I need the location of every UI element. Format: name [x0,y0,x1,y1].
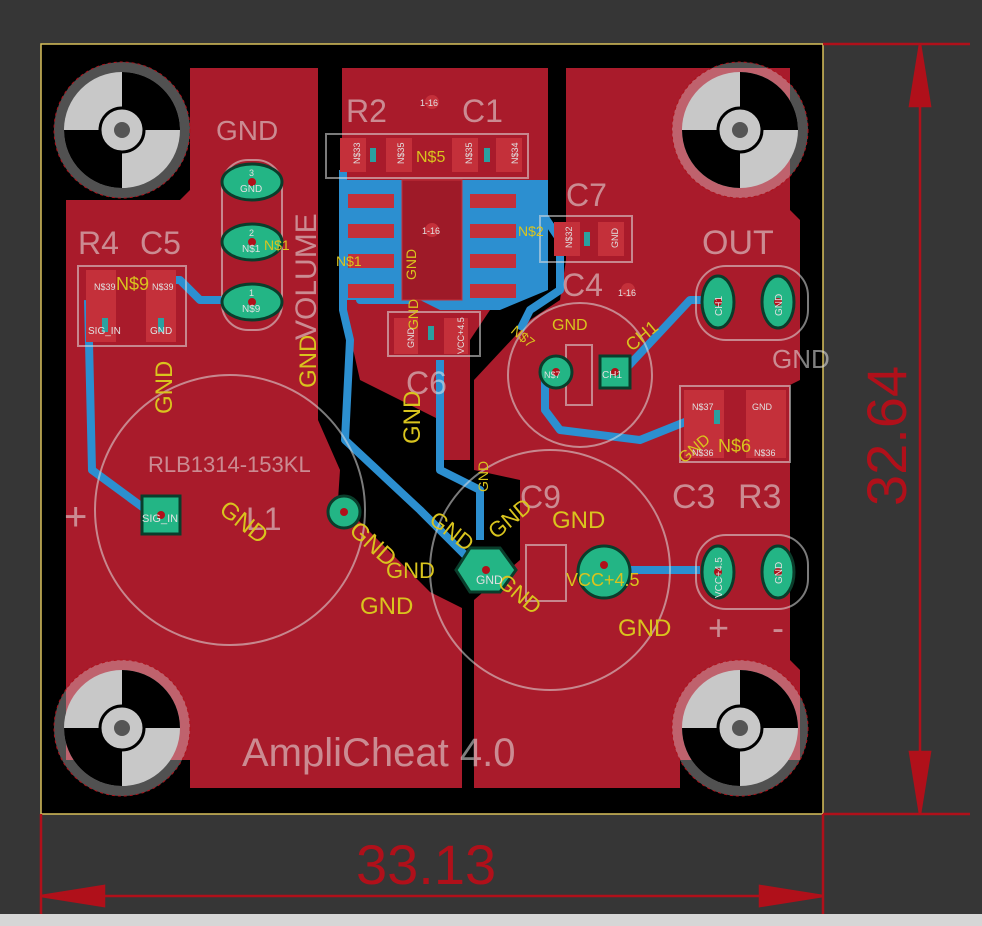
pad-label-ns32: N$32 [564,226,574,248]
pad-label-n9: N$9 [242,304,261,315]
label-plus-bottom: + [708,607,729,648]
mounting-hole-top-left [53,61,191,199]
pad-drills [157,95,782,576]
label-gnd-top: GND [216,115,278,146]
net-gnd-ic2: GND [405,299,421,330]
pad-label-ns7: N$7 [544,370,561,380]
label-c7: C7 [566,177,607,213]
pad-label-vcc-c6: VCC+4.5 [456,317,466,354]
mounting-hole-bottom-right [671,659,809,797]
label-rlb: RLB1314-153KL [148,452,311,477]
pad-label-ns34: N$34 [510,142,520,164]
net-gnd-c9: GND [552,507,605,534]
pad-label-gnd-c7: GND [610,228,620,249]
net-gnd-bottom: GND [618,615,671,642]
pad-label-ns36-a: N$36 [692,448,714,458]
pad-label-ns33: N$33 [352,142,362,164]
pad-label-gnd-1: GND [240,184,262,195]
label-r2: R2 [346,93,387,129]
label-plus-left: + [64,495,87,539]
status-bar-strip [0,914,982,926]
pad-label-ic: 1-16 [420,98,438,108]
dimension-height [823,42,970,816]
mounting-holes [53,61,809,797]
board-title: AmpliCheat 4.0 [242,731,515,775]
net-gnd-ic: GND [403,249,419,280]
smd-pad-markers [102,148,720,424]
net-gnd-center: GND [360,593,413,620]
net-vcc: VCC+4.5 [566,570,640,590]
pad-label-gnd-c6: GND [406,328,416,349]
label-c4: C4 [562,267,603,303]
pad-label-ns39-a: N$39 [94,282,116,292]
pad-labels: 3 GND 2 N$1 1 N$9 N$39 N$39 SIG_IN GND S… [88,98,785,598]
net-gnd-vol: GND [295,335,322,388]
pad-label-ns37: N$37 [692,402,714,412]
pad-label-gnd-r3: GND [752,402,773,412]
net-gnd-c6: GND [399,391,426,444]
label-minus-bottom: - [772,607,784,648]
pad-label-ic2: 1-16 [422,226,440,236]
pad-label-ic3: 1-16 [618,288,636,298]
label-c3: C3 [672,478,715,516]
net-n9: N$9 [116,274,149,294]
pad-label-vcc-pwr: VCC+4.5 [714,557,725,598]
net-n5: N$5 [416,149,445,166]
dimension-width-label: 33.13 [356,833,496,896]
pad-label-ns35-b: N$35 [464,142,474,164]
label-volume: VOLUME [290,213,323,340]
label-gnd-out: GND [772,344,830,374]
pad-label-gnd-c5: GND [150,326,172,337]
net-gnd-vert: GND [475,461,491,492]
net-gnd-mid: GND [386,558,435,583]
net-n2: N$2 [518,223,544,239]
component-labels: R2 C1 C7 R4 C5 OUT C4 C6 C9 C3 R3 L1 RLB… [64,93,830,775]
smd-pads [86,138,786,458]
pad-label-sigin-smd: SIG_IN [88,326,121,337]
pad-label-gnd-c9: GND [476,573,503,587]
pad-label-n1: N$1 [242,244,261,255]
mounting-hole-top-right [671,61,809,199]
pad-label-ns35-a: N$35 [396,142,406,164]
net-n6: N$6 [718,436,751,456]
net-gnd-left: GND [151,361,178,414]
label-c6: C6 [406,365,447,401]
net-n1-a: N$1 [264,237,290,253]
silkscreen-outlines [77,133,809,691]
label-r4: R4 [78,225,119,261]
pad-label-gnd-out: GND [774,294,785,316]
mounting-hole-bottom-left [53,659,191,797]
label-c9: C9 [520,479,561,515]
dimension-width [39,814,825,914]
net-n1-b: N$1 [336,253,362,269]
pad-label-gnd-pwr: GND [774,562,785,584]
net-gnd-c4: GND [552,317,588,334]
pad-label-3: 3 [249,168,254,178]
pad-label-ns39-b: N$39 [152,282,174,292]
pad-label-ch1: CH1 [602,370,622,381]
label-c5: C5 [140,225,181,261]
pad-label-2: 2 [249,228,254,238]
pad-label-sigin-tht: SIG_IN [142,513,178,525]
label-out: OUT [702,224,774,262]
pad-label-ns36-b: N$36 [754,448,776,458]
label-r3: R3 [738,478,781,516]
dimension-height-label: 32.64 [855,366,918,506]
label-c1: C1 [462,93,503,129]
pad-label-1: 1 [249,288,254,298]
label-l1: L1 [246,501,282,537]
pad-label-ch1-out: CH1 [714,296,725,316]
